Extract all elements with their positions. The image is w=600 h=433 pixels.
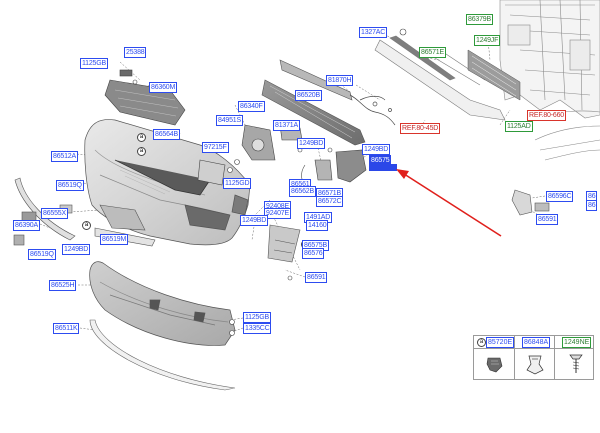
part-label-86525h[interactable]: 86525H [49,280,77,291]
part-label-1125gd[interactable]: 1125GD [223,178,252,189]
part-label-86340f[interactable]: 86340F [238,101,265,112]
part-label-84951s[interactable]: 84951S [216,115,243,126]
part-label-86360m[interactable]: 86360M [149,82,178,93]
callout-a-3: a [82,221,91,230]
part-label-1249bd-right[interactable]: 1249BD [362,144,391,155]
part-label-86564b[interactable]: 86564B [153,129,180,140]
callout-a-2: a [137,147,146,156]
part-label-86571e[interactable]: 86571E [419,47,446,58]
legend-clip-icon [486,357,503,373]
part-label-86555x[interactable]: 86555X [41,208,68,219]
part-label-86591[interactable]: 86591 [305,272,328,283]
legend-grommet-icon [526,355,544,375]
part-label-86390a[interactable]: 86390A [13,220,40,231]
part-label-1125gb-low[interactable]: 1125GB [243,312,271,323]
legend-screw-icon [569,354,583,373]
part-label-81870h[interactable]: 81870H [326,75,354,86]
part-label-1335cc[interactable]: 1335CC [243,323,272,334]
part-label-right-cut-2[interactable]: 86 [586,200,598,211]
part-label-1249jf[interactable]: 1249JF [474,35,501,46]
part-label-86591-right[interactable]: 86591 [536,214,559,225]
part-label-86572c[interactable]: 86572C [316,196,344,207]
part-label-86596c[interactable]: 86596C [546,191,574,202]
legend-label-85720e[interactable]: 85720E [486,337,515,348]
part-label-ref-80-45d[interactable]: REF.80-45D [400,123,441,134]
part-label-1125gb-top[interactable]: 1125GB [80,58,108,69]
part-label-86519q[interactable]: 86519Q [56,180,84,191]
part-label-1249bd-left[interactable]: 1249BD [62,244,91,255]
part-label-86519m[interactable]: 86519M [100,234,129,245]
legend-label-86848a[interactable]: 86848A [522,337,551,348]
part-label-92407e[interactable]: 92407E [264,208,291,219]
part-label-86512a[interactable]: 86512A [51,151,78,162]
callout-a-1: a [137,133,146,142]
part-label-25388[interactable]: 25388 [124,47,147,58]
part-label-1327ac[interactable]: 1327AC [359,27,388,38]
part-label-81371a[interactable]: 81371A [273,120,300,131]
legend-callout-a: a [477,338,486,347]
fastener-legend: a 85720E 86848A 1249NE [473,335,594,380]
part-label-1125ad[interactable]: 1125AD [505,121,533,132]
legend-divider-1 [514,336,515,379]
part-label-86562b[interactable]: 86562B [289,186,316,197]
part-label-86520b[interactable]: 86520B [295,90,322,101]
part-label-86575-selected-lower[interactable] [369,164,397,171]
part-label-1249bd-mid[interactable]: 1249BD [297,138,326,149]
legend-header [474,336,593,349]
part-label-1249bd-low[interactable]: 1249BD [240,215,269,226]
part-label-ref-80-660[interactable]: REF.80-660 [527,110,566,121]
part-label-86379b[interactable]: 86379B [466,14,493,25]
part-label-14160[interactable]: 14160 [306,220,329,231]
part-label-97215f[interactable]: 97215F [202,142,229,153]
legend-divider-2 [554,336,555,379]
part-label-86511k[interactable]: 86511K [53,323,80,334]
part-label-86576[interactable]: 86576 [302,248,325,259]
part-label-86519q-b[interactable]: 86519Q [28,249,56,260]
legend-label-1249ne[interactable]: 1249NE [562,337,592,348]
